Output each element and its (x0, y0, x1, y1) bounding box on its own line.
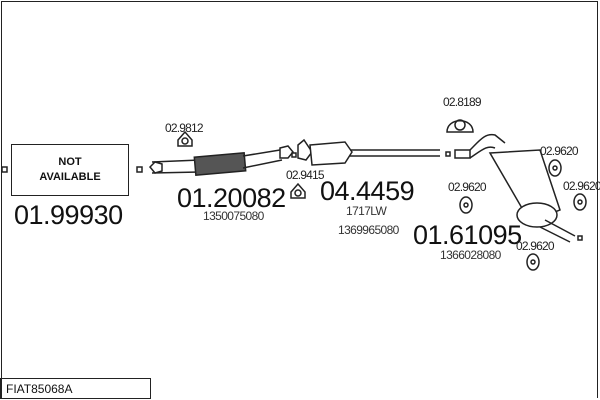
model-code-box: FIAT85068A (0, 378, 151, 399)
accessory-number[interactable]: 02.8189 (443, 95, 482, 109)
not-available-line-1: NOT (58, 156, 82, 169)
model-code: FIAT85068A (6, 382, 73, 396)
oem-number: 1350075080 (203, 209, 264, 223)
accessory-number[interactable]: 02.9812 (165, 121, 204, 135)
gasket-icon (177, 130, 193, 147)
connector-marker (136, 166, 143, 173)
not-available-line-2: AVAILABLE (39, 171, 101, 183)
accessory-number[interactable]: 02.9620 (448, 180, 487, 194)
accessory-number[interactable]: 02.9620 (516, 239, 555, 253)
accessory-number[interactable]: 02.9620 (563, 179, 600, 193)
gasket-icon (290, 182, 306, 199)
not-available-box: NOT AVAILABLE (11, 144, 129, 196)
connector-marker (577, 235, 583, 241)
rubber-mount-icon (459, 196, 473, 214)
oem-number: 1369965080 (338, 223, 399, 237)
part-number[interactable]: 04.4459 (320, 176, 415, 206)
oem-number: 1366028080 (440, 248, 501, 262)
part-number[interactable]: 01.20082 (177, 183, 286, 213)
accessory-number[interactable]: 02.9620 (540, 144, 579, 158)
connector-marker (1, 166, 8, 173)
rear-silencer-drawing (454, 133, 576, 243)
part-number[interactable]: 01.99930 (14, 200, 123, 230)
rubber-mount-icon (573, 193, 587, 211)
extra-reference: 1717LW (346, 204, 387, 218)
catalytic-converter-drawing (297, 138, 440, 166)
rubber-mount-icon (548, 159, 562, 177)
connector-marker (445, 151, 451, 157)
part-number[interactable]: 01.61095 (413, 220, 522, 250)
accessory-number[interactable]: 02.9415 (286, 168, 325, 182)
connector-marker (291, 152, 297, 158)
front-pipe-drawing (148, 145, 294, 176)
rubber-mount-icon (526, 253, 540, 271)
hanger-icon (446, 119, 474, 133)
